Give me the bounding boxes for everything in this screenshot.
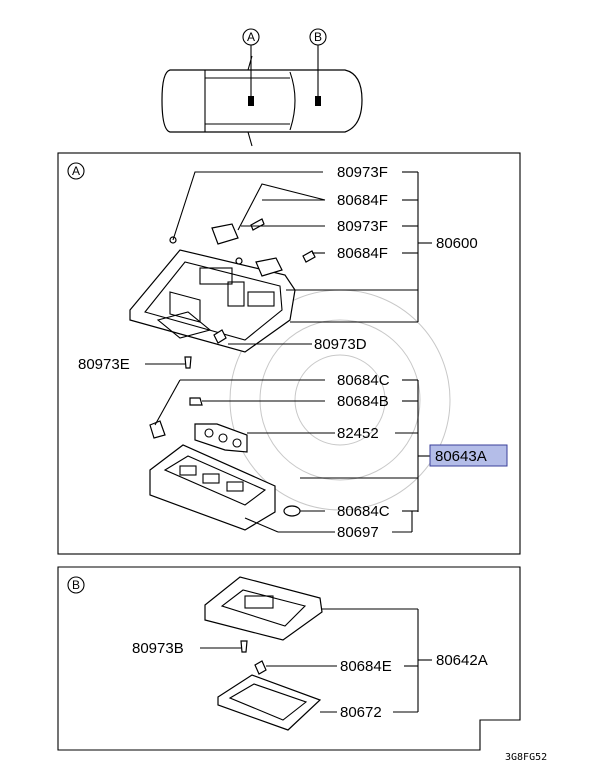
part-80684E: 80684E [340, 658, 392, 675]
section-b-labels: 80973B 80684E 80642A 80672 [132, 640, 488, 721]
part-80684F-top: 80684F [337, 192, 388, 209]
part-80672: 80672 [340, 704, 382, 721]
section-a-drawing [129, 171, 326, 531]
part-80643A-assembly[interactable]: 80643A [435, 448, 487, 465]
part-80697: 80697 [337, 524, 379, 541]
part-80642A-assembly: 80642A [436, 652, 488, 669]
section-a-labels: 80973F 80684F 80973F 80684F 80600 80973D… [78, 164, 508, 541]
section-a-frame [57, 152, 521, 555]
section-b-drawing [204, 576, 323, 731]
part-80684B: 80684B [337, 393, 389, 410]
view-b-marker [309, 28, 327, 46]
part-80684C-lower: 80684C [337, 503, 390, 520]
section-a-label: A [72, 164, 80, 178]
section-b-leaders [200, 608, 432, 713]
section-b-label: B [72, 578, 80, 592]
view-b-letter: B [314, 30, 322, 44]
part-80684C-upper: 80684C [337, 372, 390, 389]
part-80973F-mid: 80973F [337, 218, 388, 235]
section-b-frame [57, 566, 521, 751]
view-a-marker [242, 28, 260, 46]
diagram-code: 3G8FG52 [505, 752, 547, 763]
part-80684F-mid: 80684F [337, 245, 388, 262]
part-80973D: 80973D [314, 336, 367, 353]
section-a-leaders [145, 171, 432, 533]
part-80973F-top: 80973F [337, 164, 388, 181]
view-a-letter: A [247, 30, 255, 44]
car-top-view: A B [161, 28, 363, 147]
part-80973B: 80973B [132, 640, 184, 657]
part-80973E: 80973E [78, 356, 130, 373]
highlight-box-80643A [429, 444, 508, 467]
part-82452: 82452 [337, 425, 379, 442]
part-80600-assembly: 80600 [436, 235, 478, 252]
